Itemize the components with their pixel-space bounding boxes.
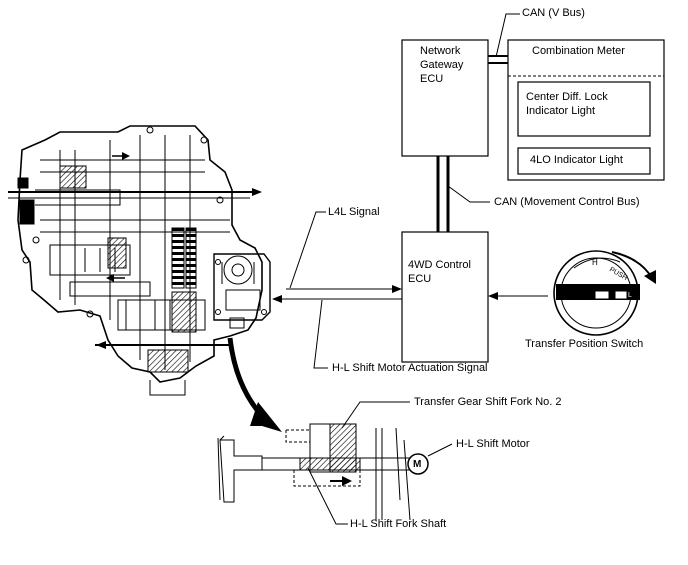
switch-mark-l: L [628,292,632,299]
center-diff-lock-box [517,81,651,137]
switch-signal-line [488,292,548,300]
shift-fork-detail-illustration [217,423,413,521]
motor-symbol-label: M [413,459,422,470]
network-gateway-ecu-line3: ECU [420,73,444,85]
center-diff-lock-line1: Center Diff. Lock [526,91,608,103]
motor-symbol-circle [407,453,429,475]
can-movement-bus-wires [436,156,450,232]
shift-motor-leader [427,443,453,457]
fork-shaft-leader [307,467,348,525]
motor-actuation-leader [313,299,328,369]
transfer-position-switch-label: Transfer Position Switch [525,338,644,350]
lo-indicator-box [517,147,651,175]
can-v-bus-wires [488,55,508,64]
transfer-case-illustration [8,125,271,396]
l4l-signal-label: L4L Signal [328,206,380,218]
network-gateway-ecu-label: Network Gateway ECU [420,44,463,86]
control-ecu-box [401,231,489,363]
control-ecu-label: 4WD Control ECU [408,258,471,286]
switch-mark-h: H [592,258,598,267]
shift-motor-label: H-L Shift Motor [456,438,530,450]
zoom-pointer-arrow [227,337,282,432]
transfer-position-switch-illustration [553,250,656,336]
can-v-bus-leader [495,13,520,58]
fork-no2-leader [341,401,410,429]
can-movement-label: CAN (Movement Control Bus) [494,196,640,208]
control-ecu-line2: ECU [408,273,432,285]
network-gateway-ecu-box [401,39,489,157]
motor-actuation-signal-label: H-L Shift Motor Actuation Signal [332,362,488,374]
l4l-signal-line [286,285,402,293]
l4l-signal-leader [289,211,326,289]
shift-fork-shaft-label: H-L Shift Fork Shaft [350,518,447,530]
lo-indicator-label: 4LO Indicator Light [530,154,623,166]
combination-meter-label: Combination Meter [532,45,625,57]
center-diff-lock-label: Center Diff. Lock Indicator Light [526,90,608,118]
can-v-bus-label: CAN (V Bus) [522,7,585,19]
control-ecu-line1: 4WD Control [408,259,471,271]
center-diff-lock-line2: Indicator Light [526,105,596,117]
motor-actuation-signal-line [272,295,402,303]
network-gateway-ecu-line1: Network [420,45,461,57]
shift-fork-no2-label: Transfer Gear Shift Fork No. 2 [414,396,562,408]
network-gateway-ecu-line2: Gateway [420,59,464,71]
can-movement-bus-leader [447,185,490,203]
